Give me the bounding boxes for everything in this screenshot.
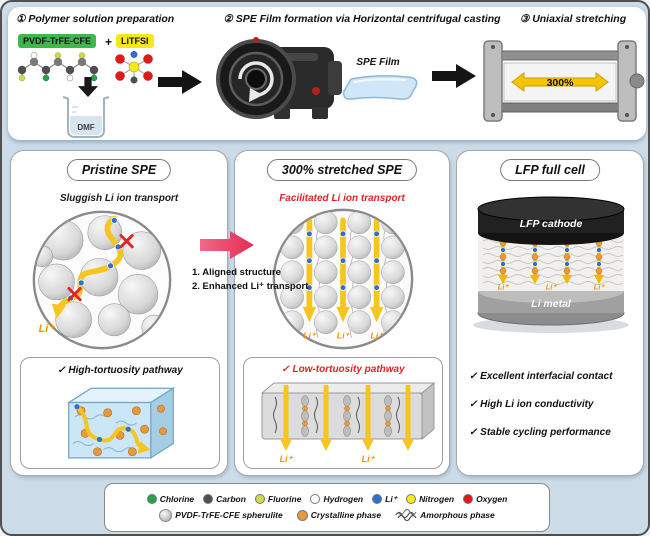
legend-item-crystalline: Crystalline phase	[296, 509, 382, 521]
lfp-cell-stack-illustration: Li⁺ Li⁺ Li⁺ LFP cathode Li metal	[473, 196, 629, 333]
legend-phase-row: PVDF-TrFE-CFE spherulite Crystalline pha…	[109, 508, 545, 522]
panel-stretched: 300% stretched SPE Facilitated Li ion tr…	[234, 150, 450, 476]
carbon-color-dot	[203, 494, 214, 504]
strain-label: 300%	[547, 77, 575, 89]
low-tortuosity-label: ✓ Low-tortuosity pathway	[281, 364, 405, 375]
li-ion-color-dot	[372, 494, 383, 504]
legend-item-spherulite: PVDF-TrFE-CFE spherulite	[159, 508, 283, 522]
legend-label: Amorphous phase	[420, 510, 495, 520]
cathode-label: LFP cathode	[520, 218, 583, 230]
stretched-subtitle: Facilitated Li ion transport	[279, 193, 405, 204]
legend-label: Chlorine	[159, 494, 195, 504]
step3-title: ③ Uniaxial stretching	[519, 13, 627, 25]
litfsi-molecule-illustration	[115, 51, 153, 84]
legend-item-hydrogen: Hydrogen	[310, 494, 363, 504]
litfsi-badge: LiTFSI	[116, 34, 154, 48]
li-ion-label: Li⁺	[546, 283, 558, 292]
anode-label: Li metal	[531, 298, 572, 310]
pristine-microstructure-illustration: Li⁺	[32, 210, 172, 350]
legend-item-amorphous: Amorphous phase	[395, 509, 495, 522]
spe-film-label: SPE Film	[356, 57, 400, 68]
crystalline-color-dot	[296, 509, 308, 521]
li-ion-label: Li⁺	[370, 331, 384, 341]
nitrogen-color-dot	[406, 494, 417, 504]
tortuous-cube-illustration	[66, 387, 176, 460]
legend-item-chlorine: Chlorine	[146, 494, 195, 504]
feature-item: ✓ High Li ion conductivity	[469, 399, 594, 410]
pvdf-badge: PVDF-TrFE-CFE	[18, 34, 97, 48]
stretched-title: 300% stretched SPE	[266, 159, 418, 181]
legend-item-fluorine: Fluorine	[254, 494, 302, 504]
pristine-subtitle: Sluggish Li ion transport	[59, 193, 179, 204]
hydrogen-color-dot	[310, 494, 321, 504]
arrow-down-icon	[78, 77, 98, 97]
panel-full-cell: LFP full cell	[456, 150, 644, 476]
plus-sign: +	[105, 35, 113, 49]
li-ion-label: Li⁺	[362, 454, 376, 464]
low-tortuosity-box: ✓ Low-tortuosity pathway	[243, 357, 443, 469]
legend-item-carbon: Carbon	[203, 494, 246, 504]
li-ion-label: Li⁺	[39, 323, 56, 335]
panel-pristine: Pristine SPE Sluggish Li ion transport	[10, 150, 228, 476]
centrifugal-caster-illustration	[216, 37, 342, 119]
legend: Chlorine Carbon Fluorine Hydrogen Li⁺ Ni…	[104, 483, 550, 532]
pristine-title: Pristine SPE	[66, 159, 172, 181]
li-ion-label: Li⁺	[280, 454, 294, 464]
stretched-microstructure-illustration: Li⁺ Li⁺ Li⁺	[272, 208, 414, 350]
step1-title: ① Polymer solution preparation	[16, 13, 175, 25]
arrow-right-icon-2	[432, 64, 476, 88]
li-ion-label: Li⁺	[337, 331, 351, 341]
high-tortuosity-label: ✓ High-tortuosity pathway	[57, 365, 183, 376]
legend-item-nitrogen: Nitrogen	[406, 494, 454, 504]
high-tortuosity-box: ✓ High-tortuosity pathway	[20, 357, 220, 469]
fluorine-color-dot	[254, 494, 265, 504]
li-ion-label: Li⁺	[498, 283, 510, 292]
feature-item: ✓ Excellent interfacial contact	[469, 371, 613, 382]
legend-atom-row: Chlorine Carbon Fluorine Hydrogen Li⁺ Ni…	[109, 494, 545, 505]
legend-label: Carbon	[216, 494, 246, 504]
chlorine-color-dot	[146, 494, 157, 504]
legend-label: Hydrogen	[323, 494, 364, 504]
legend-label: Fluorine	[267, 494, 302, 504]
transition-note-1: 1. Aligned structure	[192, 267, 281, 278]
spe-film-illustration	[342, 75, 418, 100]
polymer-chain-illustration	[17, 52, 99, 82]
legend-item-li-ion: Li⁺	[372, 494, 397, 505]
aligned-slab-illustration: Li⁺ Li⁺	[260, 381, 436, 464]
blocked-path-x-icons	[67, 234, 134, 302]
step2-title: ② SPE Film formation via Horizontal cent…	[223, 13, 501, 25]
stretch-rig-illustration: 300%	[483, 40, 645, 122]
dmf-beaker-illustration: DMF	[62, 96, 110, 138]
amorphous-squiggle-icon	[395, 509, 417, 522]
legend-label: PVDF-TrFE-CFE spherulite	[175, 510, 283, 520]
arrow-right-icon-1	[158, 70, 202, 94]
transition-note-2: 2. Enhanced Li⁺ transport	[192, 281, 309, 292]
full-cell-features: ✓ Excellent interfacial contact ✓ High L…	[469, 371, 641, 455]
transition-annotation: 1. Aligned structure 2. Enhanced Li⁺ tra…	[192, 230, 322, 292]
legend-label: Crystalline phase	[310, 510, 382, 520]
li-ion-label: Li⁺	[303, 331, 317, 341]
full-cell-title: LFP full cell	[500, 159, 600, 181]
oxygen-color-dot	[463, 494, 474, 504]
spherulite-color-dot	[159, 508, 173, 522]
legend-item-oxygen: Oxygen	[463, 494, 507, 504]
feature-item: ✓ Stable cycling performance	[469, 427, 611, 438]
process-panel: ① Polymer solution preparation PVDF-TrFE…	[8, 7, 646, 140]
legend-label: Nitrogen	[419, 494, 455, 504]
transition-arrow-icon	[200, 231, 254, 259]
legend-label: Li⁺	[385, 493, 398, 504]
legend-label: Oxygen	[476, 494, 508, 504]
beaker-label: DMF	[77, 123, 94, 132]
li-ion-label: Li⁺	[594, 283, 606, 292]
